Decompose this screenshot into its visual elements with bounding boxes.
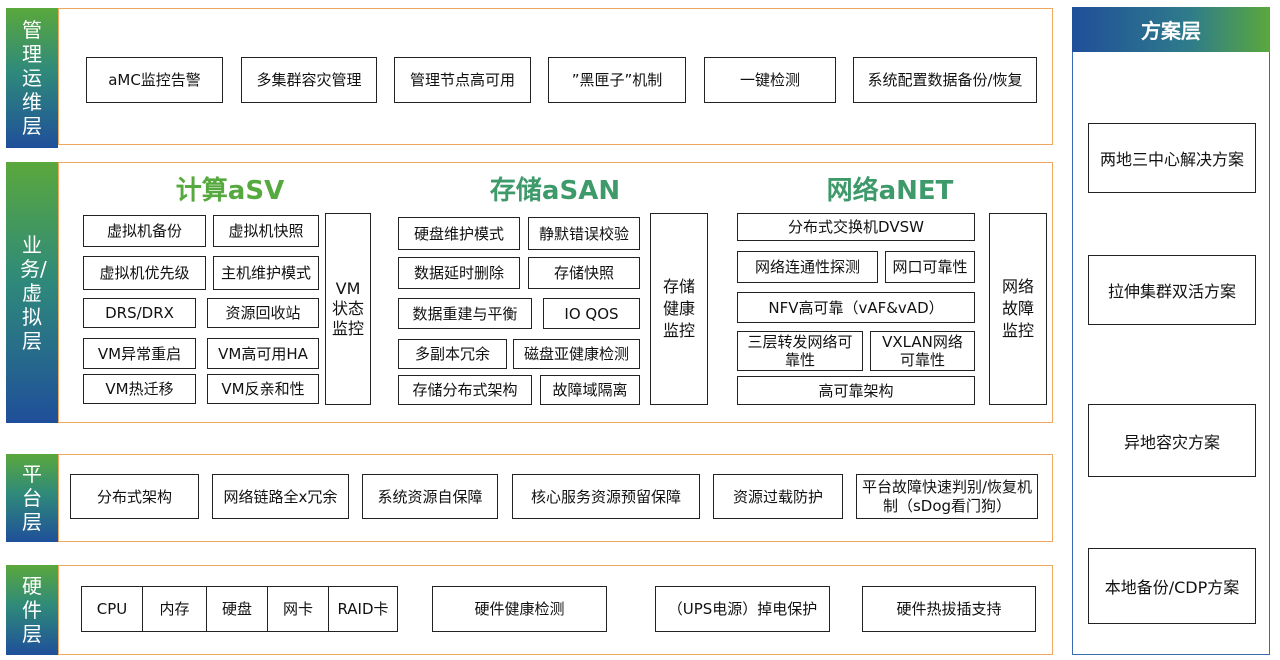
- storage-item: 硬盘维护模式: [398, 217, 520, 250]
- mgmt-item: 多集群容灾管理: [241, 57, 377, 103]
- compute-item: DRS/DRX: [83, 298, 196, 328]
- network-item: 网口可靠性: [885, 251, 975, 283]
- layer-label-business: 业务/虚拟层: [6, 162, 58, 423]
- storage-monitor: 存储健康监控: [650, 213, 708, 405]
- network-title: 网络aNET: [826, 176, 954, 206]
- storage-item: 故障域隔离: [540, 375, 640, 405]
- storage-item: 数据重建与平衡: [398, 298, 532, 329]
- hardware-item: （UPS电源）掉电保护: [655, 586, 830, 632]
- compute-title: 计算aSV: [175, 176, 285, 206]
- compute-item: VM反亲和性: [207, 374, 319, 404]
- hardware-item: RAID卡: [328, 586, 398, 632]
- layer-label-platform: 平台层: [6, 454, 58, 542]
- mgmt-item: 一键检测: [704, 57, 836, 103]
- scheme-title: 方案层: [1072, 7, 1270, 52]
- network-item: 网络连通性探测: [737, 251, 878, 283]
- network-monitor: 网络故障监控: [989, 213, 1047, 405]
- platform-item: 分布式架构: [70, 474, 199, 519]
- mgmt-item: aMC监控告警: [86, 57, 223, 103]
- platform-item: 资源过载防护: [713, 474, 843, 519]
- compute-item: 虚拟机优先级: [83, 256, 206, 290]
- scheme-item: 拉伸集群双活方案: [1088, 255, 1256, 325]
- compute-item: 虚拟机备份: [83, 215, 206, 247]
- compute-monitor: VM状态监控: [325, 213, 371, 405]
- hardware-item: CPU: [81, 586, 142, 632]
- hardware-item: 硬盘: [206, 586, 267, 632]
- storage-item: 磁盘亚健康检测: [513, 339, 640, 369]
- compute-item: VM热迁移: [83, 374, 196, 404]
- storage-item: IO QOS: [543, 298, 640, 329]
- compute-item: 虚拟机快照: [213, 215, 319, 247]
- mgmt-item: 管理节点高可用: [394, 57, 531, 103]
- storage-item: 静默错误校验: [528, 217, 640, 250]
- scheme-item: 异地容灾方案: [1088, 404, 1256, 477]
- layer-label-mgmt: 管理运维层: [6, 8, 58, 148]
- platform-item: 系统资源自保障: [362, 474, 498, 519]
- storage-item: 存储快照: [528, 257, 640, 289]
- compute-item: VM高可用HA: [207, 338, 319, 369]
- storage-item: 存储分布式架构: [398, 375, 532, 405]
- scheme-item: 两地三中心解决方案: [1088, 123, 1256, 193]
- hardware-item: 网卡: [267, 586, 328, 632]
- hardware-item: 内存: [142, 586, 206, 632]
- scheme-panel: [1072, 7, 1270, 655]
- storage-item: 多副本冗余: [398, 339, 507, 369]
- network-item: 高可靠架构: [737, 376, 975, 405]
- compute-item: VM异常重启: [83, 338, 196, 369]
- network-item: 三层转发网络可靠性: [737, 331, 863, 371]
- storage-item: 数据延时删除: [398, 257, 520, 289]
- hardware-item: 硬件健康检测: [432, 586, 607, 632]
- platform-item: 核心服务资源预留保障: [512, 474, 700, 519]
- platform-item: 网络链路全x冗余: [212, 474, 349, 519]
- network-item: NFV高可靠（vAF&vAD）: [737, 292, 975, 323]
- mgmt-item: 系统配置数据备份/恢复: [853, 57, 1037, 103]
- compute-item: 资源回收站: [207, 298, 319, 328]
- network-item: VXLAN网络可靠性: [870, 331, 975, 371]
- scheme-item: 本地备份/CDP方案: [1088, 548, 1256, 624]
- mgmt-item: ”黑匣子”机制: [548, 57, 686, 103]
- compute-item: 主机维护模式: [213, 256, 319, 290]
- layer-label-hardware: 硬件层: [6, 565, 58, 655]
- hardware-item: 硬件热拔插支持: [862, 586, 1036, 632]
- network-item: 分布式交换机DVSW: [737, 213, 975, 241]
- platform-item: 平台故障快速判别/恢复机制（sDog看门狗）: [856, 474, 1038, 519]
- storage-title: 存储aSAN: [489, 176, 621, 206]
